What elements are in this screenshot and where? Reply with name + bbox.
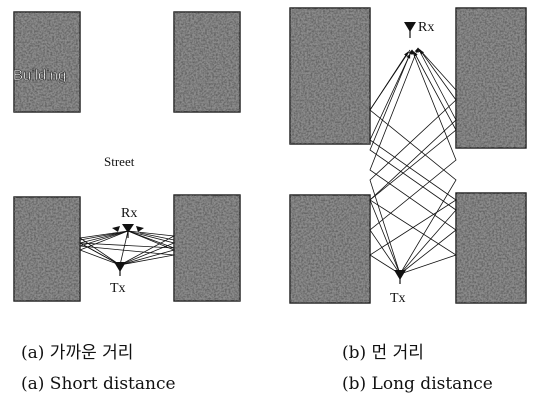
rx-label-b: Rx xyxy=(418,20,434,35)
building-b-top-left xyxy=(289,7,371,145)
multipath-rays-a xyxy=(78,230,176,266)
caption-b-korean: (b) 먼 거리 xyxy=(342,343,424,363)
tx-label-b: Tx xyxy=(390,291,406,306)
tx-antenna-b xyxy=(394,270,406,284)
caption-b-english: (b) Long distance xyxy=(342,374,493,394)
street-label: Street xyxy=(104,154,135,169)
rx-antenna-b xyxy=(404,22,416,38)
panel-a-short-distance: Building Street xyxy=(13,11,241,394)
caption-a-english: (a) Short distance xyxy=(21,374,176,394)
panel-b-long-distance: Rx Tx (b) 먼 거리 (b) Long distance xyxy=(289,7,527,394)
building-a-bottom-left xyxy=(13,196,81,302)
building-b-top-right xyxy=(455,7,527,149)
multipath-rays-b xyxy=(369,47,457,275)
building-label: Building xyxy=(13,67,66,84)
rx-label-a: Rx xyxy=(121,206,137,221)
building-a-top-left xyxy=(13,11,81,113)
building-a-top-right xyxy=(173,11,241,113)
caption-a-korean: (a) 가까운 거리 xyxy=(21,343,133,363)
tx-label-a: Tx xyxy=(110,281,126,296)
tx-antenna-a xyxy=(114,262,126,276)
rx-antenna-a xyxy=(112,224,144,238)
building-b-bottom-right xyxy=(455,192,527,304)
building-a-bottom-right xyxy=(173,194,241,302)
building-b-bottom-left xyxy=(289,194,371,304)
